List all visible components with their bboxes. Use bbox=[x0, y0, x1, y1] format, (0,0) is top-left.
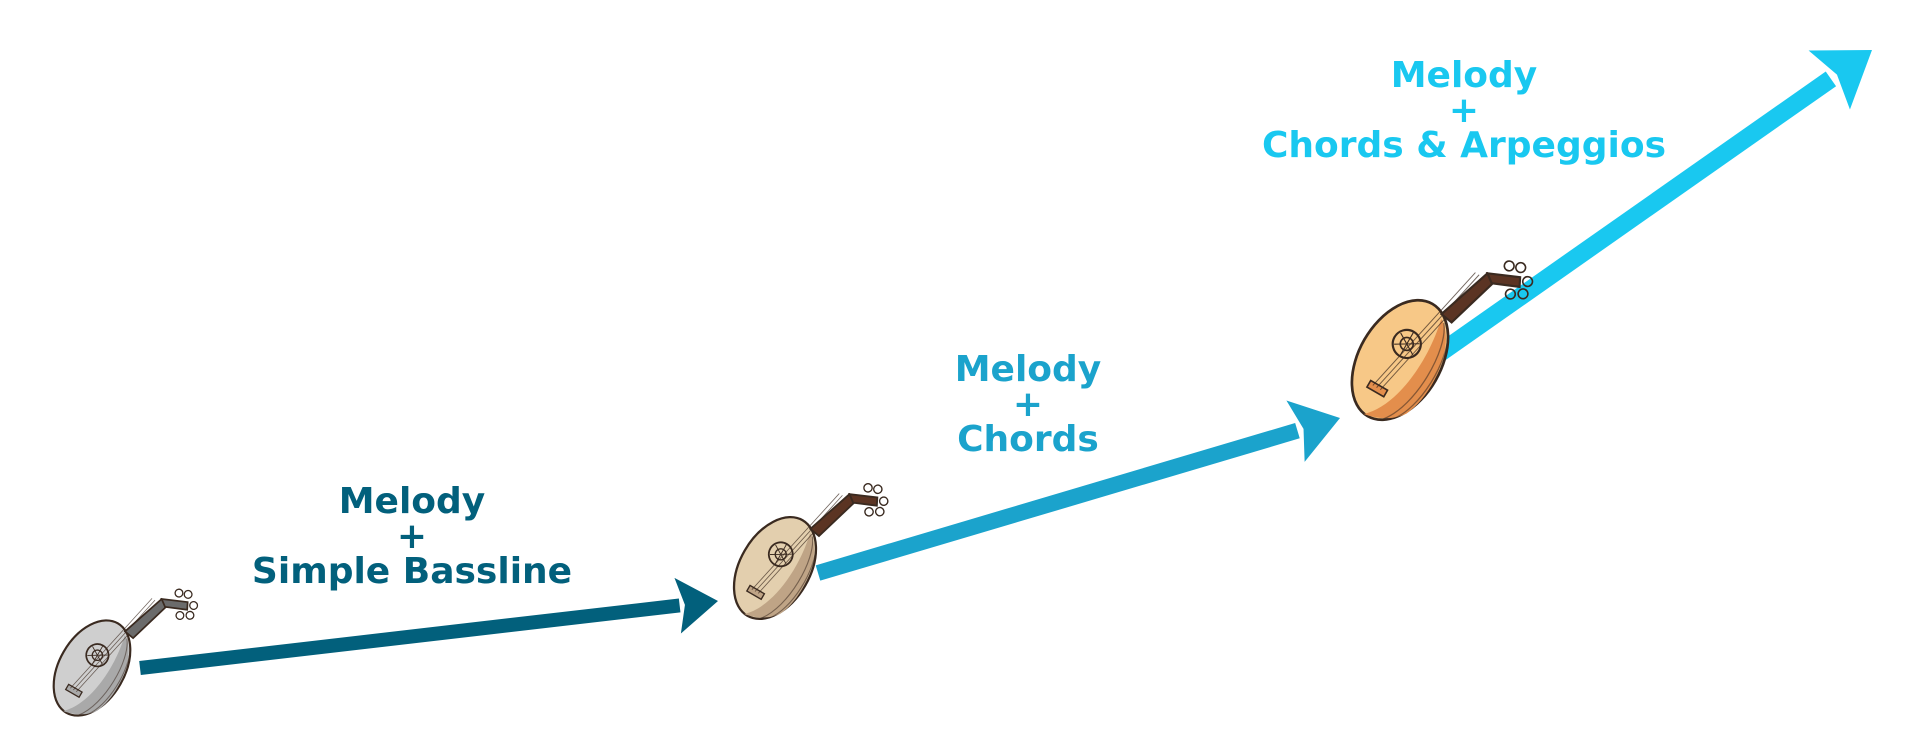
stage-3-label: Melody + Chords & Arpeggios bbox=[1261, 55, 1667, 166]
stage-1-melody: Melody bbox=[338, 481, 486, 522]
stage-3-melody: Melody bbox=[1390, 55, 1538, 96]
stage-2-addition: Chords bbox=[957, 419, 1099, 460]
stage-2-plus: + bbox=[1012, 384, 1044, 425]
lute-icon-beige bbox=[732, 483, 889, 621]
stage-3-plus: + bbox=[1448, 90, 1480, 131]
arrow-2-head bbox=[1286, 400, 1340, 462]
stage-3-addition: Chords & Arpeggios bbox=[1261, 125, 1667, 166]
arrow-3-shaft bbox=[1434, 71, 1837, 361]
stage-2-label: Melody + Chords bbox=[954, 349, 1102, 460]
stage-1-addition: Simple Bassline bbox=[251, 551, 573, 592]
stage-1-plus: + bbox=[396, 516, 428, 557]
lute-icon-grey bbox=[52, 588, 199, 717]
lute-icon-orange bbox=[1350, 260, 1534, 422]
arrow-1-head bbox=[674, 577, 718, 634]
stage-1-label: Melody + Simple Bassline bbox=[251, 481, 573, 592]
stage-2-melody: Melody bbox=[954, 349, 1102, 390]
arrow-3-head bbox=[1808, 50, 1872, 110]
arrow-2-shaft bbox=[815, 422, 1300, 581]
arrow-1-shaft bbox=[139, 598, 681, 675]
